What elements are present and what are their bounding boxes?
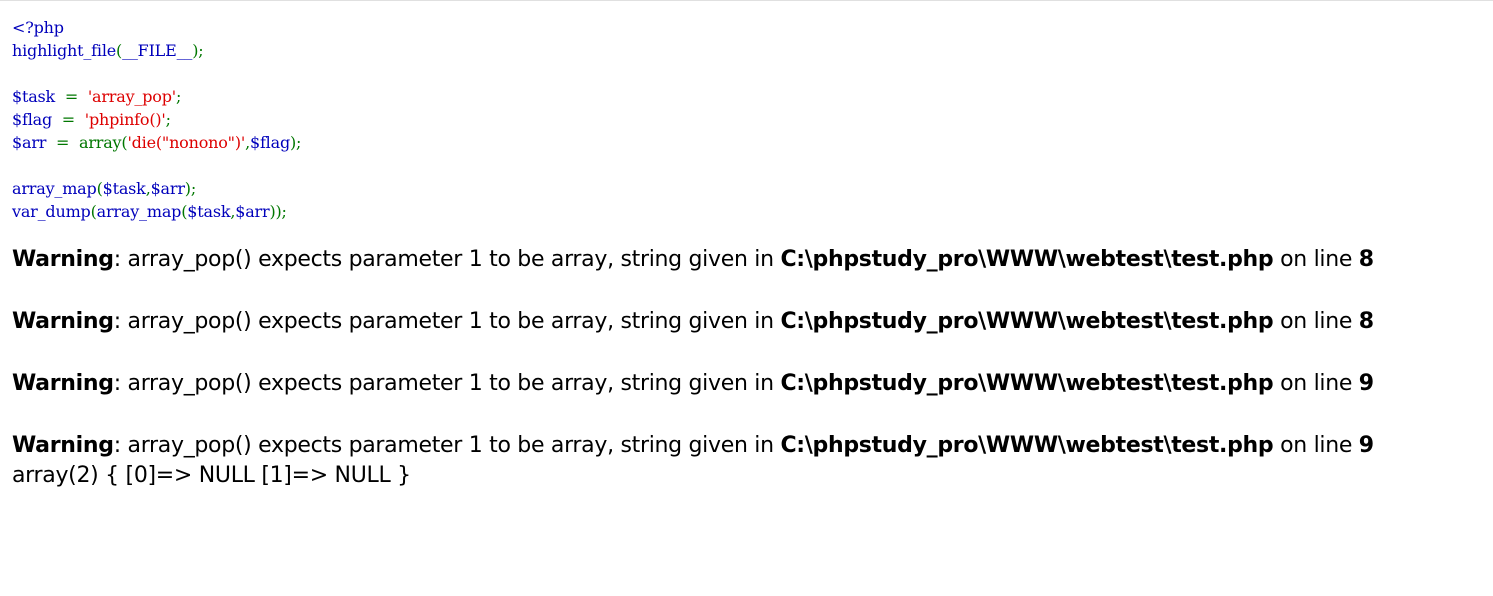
code-token-keyword: =: [51, 133, 75, 152]
warning-line-number: 9: [1358, 433, 1374, 458]
code-token-keyword: (: [90, 202, 97, 221]
code-token-keyword: ,: [230, 202, 236, 221]
code-token-string: 'phpinfo()': [79, 110, 166, 129]
code-token-default: $flag: [12, 110, 57, 129]
code-token-keyword: ,: [145, 179, 151, 198]
warning-on-line-text: on line: [1273, 309, 1359, 334]
code-token-default: array_map: [12, 179, 97, 198]
warning-message: Warning: array_pop() expects parameter 1…: [12, 307, 1481, 337]
source-code-line: $flag = 'phpinfo()';: [12, 108, 1481, 131]
code-token-default: $task: [187, 202, 231, 221]
warning-text: : array_pop() expects parameter 1 to be …: [113, 309, 781, 334]
code-token-default: array_map: [96, 202, 182, 221]
code-token-default: $arr: [235, 202, 270, 221]
warning-line-number: 9: [1358, 371, 1374, 396]
code-token-keyword: ));: [269, 202, 287, 221]
code-token-default: highlight_file: [12, 41, 117, 60]
code-token-keyword: ;: [175, 87, 182, 106]
source-code-line: <?php: [12, 16, 1481, 39]
code-token-default: __FILE__: [122, 41, 193, 60]
var-dump-output: array(2) { [0]=> NULL [1]=> NULL }: [12, 463, 411, 488]
warning-label: Warning: [12, 247, 114, 272]
code-token-default: var_dump: [12, 202, 91, 221]
code-token-default: $task: [12, 87, 60, 106]
code-token-keyword: (: [181, 202, 188, 221]
warning-label: Warning: [12, 371, 114, 396]
code-token-keyword: array(: [74, 133, 128, 152]
php-output: Warning: array_pop() expects parameter 1…: [12, 245, 1481, 493]
source-code-line: $arr = array('die("nonono")',$flag);: [12, 131, 1481, 154]
code-token-keyword: (: [96, 179, 103, 198]
code-token-keyword: );: [290, 133, 302, 152]
code-token-default: $flag: [249, 133, 290, 152]
warning-text: : array_pop() expects parameter 1 to be …: [113, 433, 781, 458]
warning-line-number: 8: [1358, 309, 1374, 334]
source-code-line: [12, 154, 1481, 177]
warning-label: Warning: [12, 309, 114, 334]
source-code-line: $task = 'array_pop';: [12, 85, 1481, 108]
warning-file-path: C:\phpstudy_pro\WWW\webtest\test.php: [780, 247, 1274, 272]
source-code-line: [12, 62, 1481, 85]
warning-message: Warning: array_pop() expects parameter 1…: [12, 369, 1481, 399]
code-token-keyword: );: [192, 41, 204, 60]
warning-text: : array_pop() expects parameter 1 to be …: [113, 247, 781, 272]
source-code-line: array_map($task,$arr);: [12, 177, 1481, 200]
code-token-string: 'array_pop': [82, 87, 176, 106]
code-token-keyword: =: [59, 87, 83, 106]
code-token-default: $arr: [12, 133, 52, 152]
warning-file-path: C:\phpstudy_pro\WWW\webtest\test.php: [780, 433, 1274, 458]
warning-file-path: C:\phpstudy_pro\WWW\webtest\test.php: [780, 371, 1274, 396]
warning-message: Warning: array_pop() expects parameter 1…: [12, 431, 1481, 461]
code-token-default: $task: [102, 179, 146, 198]
code-token-string: 'die("nonono")': [127, 133, 246, 152]
code-token-keyword: ;: [165, 110, 171, 129]
warning-label: Warning: [12, 433, 114, 458]
warning-message: Warning: array_pop() expects parameter 1…: [12, 245, 1481, 275]
warning-on-line-text: on line: [1273, 433, 1359, 458]
code-token-keyword: ,: [245, 133, 250, 152]
code-token-keyword: (: [116, 41, 123, 60]
code-token-default: <?php: [12, 18, 64, 37]
warning-text: : array_pop() expects parameter 1 to be …: [113, 371, 781, 396]
code-token-keyword: =: [56, 110, 80, 129]
code-token-keyword: );: [184, 179, 197, 198]
warning-on-line-text: on line: [1273, 247, 1359, 272]
warning-file-path: C:\phpstudy_pro\WWW\webtest\test.php: [780, 309, 1274, 334]
warning-line-number: 8: [1358, 247, 1374, 272]
source-code-line: highlight_file(__FILE__);: [12, 39, 1481, 62]
code-token-default: $arr: [150, 179, 185, 198]
source-code-line: var_dump(array_map($task,$arr));: [12, 200, 1481, 223]
warning-on-line-text: on line: [1273, 371, 1359, 396]
